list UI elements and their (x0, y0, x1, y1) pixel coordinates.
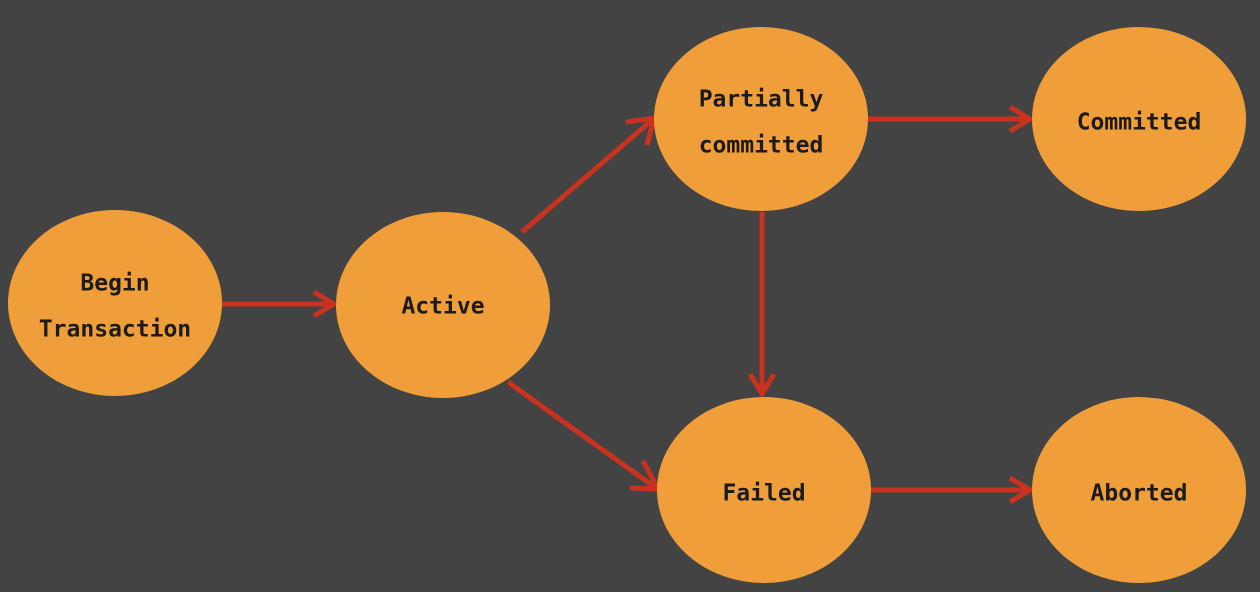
node-begin-transaction: Begin Transaction (8, 210, 222, 396)
node-active: Active (336, 212, 550, 398)
node-failed: Failed (657, 397, 871, 583)
node-shape (1032, 397, 1246, 583)
arrowhead (312, 289, 339, 319)
node-aborted: Aborted (1032, 397, 1246, 583)
node-label: committed (699, 133, 824, 159)
node-label: Active (401, 294, 484, 320)
edge-failed-to-aborted (870, 475, 1035, 505)
arrowhead (625, 114, 658, 146)
node-label: Transaction (39, 317, 191, 343)
node-shape (1032, 27, 1246, 211)
arrowhead (747, 372, 777, 399)
arrowhead (1008, 104, 1035, 134)
node-shape (654, 27, 868, 211)
edge-partially-committed-to-failed (747, 212, 777, 399)
node-label: Partially (699, 87, 824, 113)
node-label: Committed (1077, 110, 1202, 136)
edge-active-to-partially-committed (520, 114, 658, 234)
node-label: Aborted (1091, 481, 1188, 507)
edge-partially-committed-to-committed (866, 104, 1035, 134)
node-shape (657, 397, 871, 583)
node-shape (336, 212, 550, 398)
node-committed: Committed (1032, 27, 1246, 211)
node-label: Begin (80, 271, 149, 297)
node-shape (8, 210, 222, 396)
node-partially-committed: Partially committed (654, 27, 868, 211)
node-label: Failed (722, 481, 805, 507)
arrowhead (1008, 475, 1035, 505)
edge-begin-to-active (222, 289, 339, 319)
